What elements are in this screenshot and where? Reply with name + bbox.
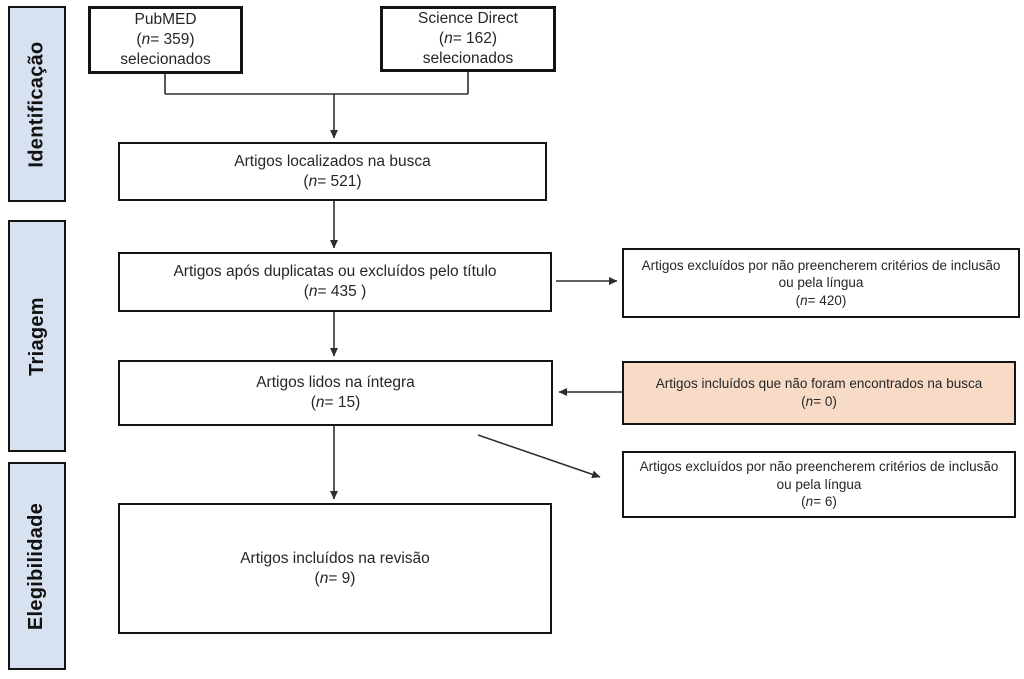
box-excluded-title-screen-title: Artigos excluídos por não preencherem cr… xyxy=(641,257,1001,291)
paren-open: ( xyxy=(314,569,320,587)
box-pubmed-count: (n= 359) xyxy=(136,30,194,50)
box-after-duplicates: Artigos após duplicatas ou excluídos pel… xyxy=(118,252,552,312)
n-symbol: n xyxy=(805,494,814,510)
box-full-text: Artigos lidos na íntegra (n= 15) xyxy=(118,360,553,426)
box-included-not-found: Artigos incluídos que não foram encontra… xyxy=(622,361,1016,425)
stage-triagem-label: Triagem xyxy=(25,296,48,376)
box-included-review-count: (n= 9) xyxy=(315,569,356,589)
count-value: = 521) xyxy=(317,172,362,190)
n-symbol: n xyxy=(308,283,318,300)
box-after-duplicates-title: Artigos após duplicatas ou excluídos pel… xyxy=(173,263,497,281)
count-value: = 6) xyxy=(813,494,837,510)
paren-open: ( xyxy=(136,31,142,49)
box-excluded-full-text: Artigos excluídos por não preencherem cr… xyxy=(622,451,1016,518)
count-value: = 359) xyxy=(150,31,195,49)
stage-elegibilidade-label: Elegibilidade xyxy=(25,502,48,630)
count-value: = 162) xyxy=(452,30,498,48)
box-included-not-found-title: Artigos incluídos que não foram encontra… xyxy=(655,376,983,392)
box-located: Artigos localizados na busca (n= 521) xyxy=(118,142,547,201)
box-pubmed-subtitle: selecionados xyxy=(120,50,211,68)
n-symbol: n xyxy=(800,292,808,308)
box-located-title: Artigos localizados na busca xyxy=(234,152,431,170)
box-excluded-full-text-title: Artigos excluídos por não preencherem cr… xyxy=(639,459,999,492)
paren-open: ( xyxy=(795,292,801,308)
count-value: = 435 ) xyxy=(317,283,367,300)
n-symbol: n xyxy=(805,394,814,409)
stage-elegibilidade: Elegibilidade xyxy=(8,462,66,670)
box-after-duplicates-count: (n= 435 ) xyxy=(304,282,366,302)
count-value: = 420) xyxy=(807,292,847,308)
paren-open: ( xyxy=(801,394,806,409)
count-value: = 0) xyxy=(813,394,837,409)
stage-triagem: Triagem xyxy=(8,220,66,452)
box-included-review-title: Artigos incluídos na revisão xyxy=(240,549,430,567)
paren-open: ( xyxy=(801,494,806,510)
box-science-direct-subtitle: selecionados xyxy=(422,49,514,67)
paren-open: ( xyxy=(310,394,316,411)
n-symbol: n xyxy=(315,394,325,411)
n-symbol: n xyxy=(319,569,329,587)
box-excluded-title-screen: Artigos excluídos por não preencherem cr… xyxy=(622,248,1020,318)
box-located-count: (n= 521) xyxy=(303,172,361,192)
arrow-fulltext-to-excluded6 xyxy=(477,434,601,479)
box-excluded-full-text-count: (n= 6) xyxy=(801,493,837,511)
box-full-text-count: (n= 15) xyxy=(311,393,361,413)
box-included-review: Artigos incluídos na revisão (n= 9) xyxy=(118,503,552,634)
paren-open: ( xyxy=(438,30,445,48)
box-science-direct: Science Direct (n= 162) selecionados xyxy=(380,6,556,72)
count-value: = 15) xyxy=(324,394,361,411)
paren-open: ( xyxy=(303,172,309,190)
n-symbol: n xyxy=(308,172,318,190)
box-excluded-title-screen-count: (n= 420) xyxy=(796,292,847,310)
box-science-direct-title: Science Direct xyxy=(418,10,518,28)
box-included-not-found-count: (n= 0) xyxy=(801,393,837,411)
box-full-text-title: Artigos lidos na íntegra xyxy=(256,374,415,392)
paren-open: ( xyxy=(303,283,309,300)
box-science-direct-count: (n= 162) xyxy=(439,29,497,49)
box-pubmed: PubMED (n= 359) selecionados xyxy=(88,6,243,74)
stage-identificacao-label: Identificação xyxy=(25,40,48,168)
n-symbol: n xyxy=(444,30,453,48)
stage-identificacao: Identificação xyxy=(8,6,66,202)
box-pubmed-title: PubMED xyxy=(134,11,197,29)
n-symbol: n xyxy=(141,31,151,49)
count-value: = 9) xyxy=(328,569,356,587)
